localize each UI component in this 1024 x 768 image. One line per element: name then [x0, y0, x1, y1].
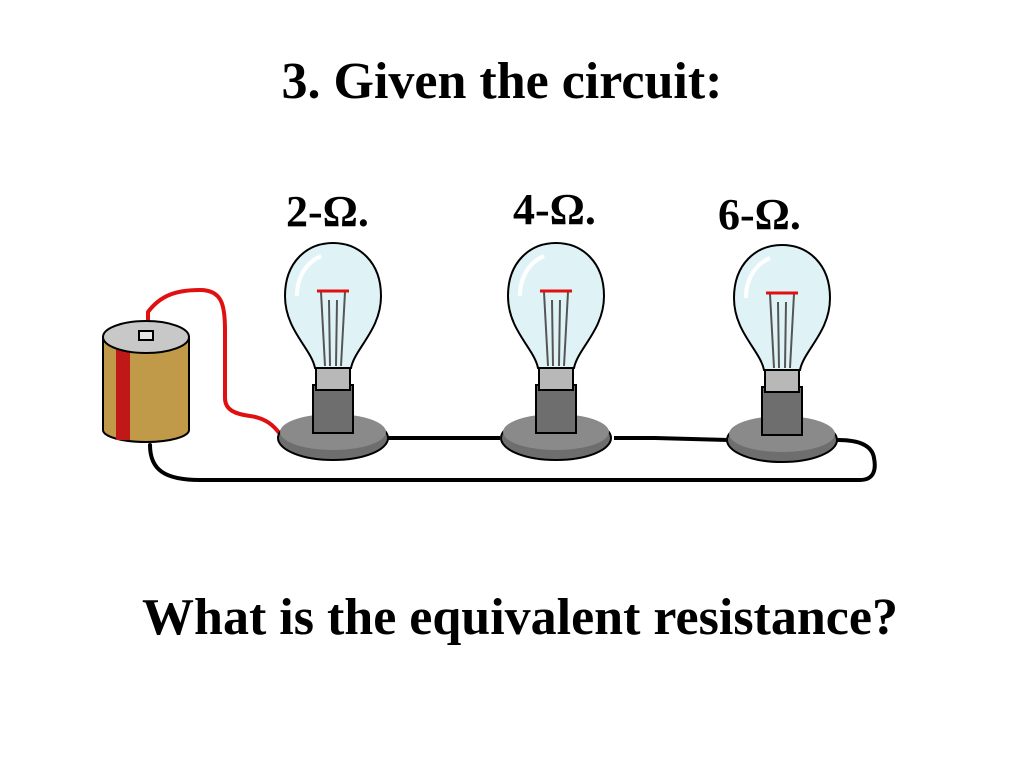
- filament-supports: [769, 293, 795, 369]
- bulb-highlight: [295, 254, 322, 297]
- filament-supports: [320, 291, 346, 367]
- battery: [102, 320, 190, 443]
- bulb-socket: [312, 384, 354, 434]
- bulb-socket: [761, 386, 803, 436]
- bulb-2: 4-Ω.: [500, 185, 612, 461]
- filament-supports: [543, 291, 569, 367]
- bulb-3: 6-Ω.: [718, 190, 838, 463]
- slide-title: 3. Given the circuit:: [281, 53, 723, 110]
- bulb-label: 4-Ω.: [513, 185, 596, 234]
- bulb-glass: [506, 241, 606, 369]
- bulb-label: 2-Ω.: [286, 187, 369, 236]
- bulb-1: 2-Ω.: [277, 187, 389, 461]
- bulb-highlight: [744, 256, 771, 299]
- positive-wire: [146, 288, 282, 436]
- question-text: What is the equivalent resistance?: [142, 589, 898, 646]
- return-wire: [148, 438, 877, 482]
- bulb-socket: [535, 384, 577, 434]
- bulb-screw: [538, 365, 574, 391]
- battery-stripe: [116, 340, 130, 440]
- bulb-glass: [732, 243, 832, 371]
- battery-terminal: [138, 330, 154, 341]
- bulb-highlight: [518, 254, 545, 297]
- wire-bulb2-bulb3: [614, 436, 729, 442]
- bulb-screw: [764, 367, 800, 393]
- bulb-glass: [283, 241, 383, 369]
- bulb-screw: [315, 365, 351, 391]
- bulb-label: 6-Ω.: [718, 190, 801, 239]
